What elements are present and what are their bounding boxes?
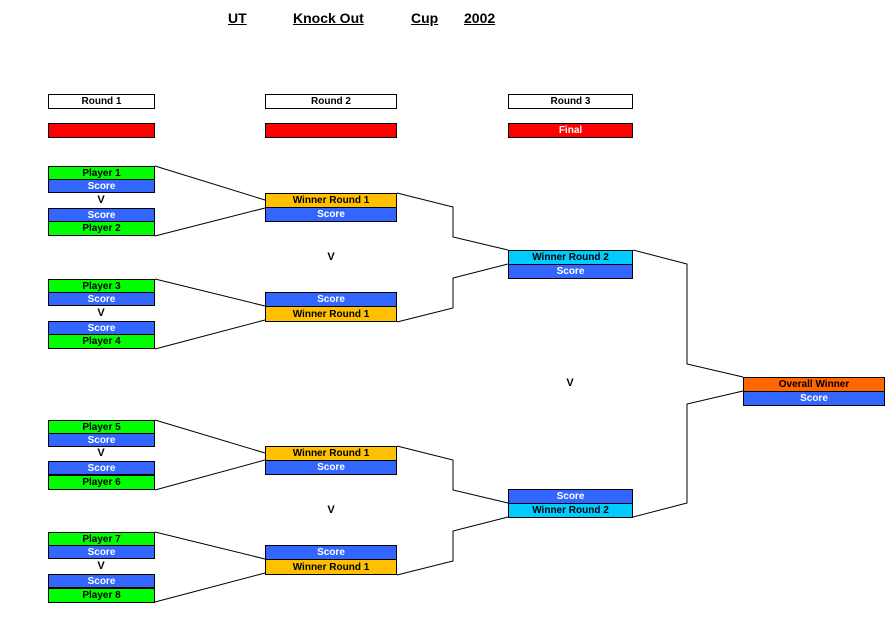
round-2-winner-2[interactable]: Winner Round 1 [265, 306, 397, 322]
final-bar: Final [508, 123, 633, 138]
connector-line [154, 459, 266, 491]
player-4-score[interactable]: Score [48, 321, 155, 335]
title-year: 2002 [464, 10, 496, 26]
round-3-winner-2[interactable]: Winner Round 2 [508, 503, 633, 518]
vs-label: V [97, 560, 105, 572]
player-8-cell[interactable]: Player 8 [48, 588, 155, 603]
vs-label: V [97, 447, 105, 459]
connector-line [154, 419, 266, 454]
title-ut: UT [228, 10, 247, 26]
round-2-header: Round 2 [265, 94, 397, 109]
round-2-score-3[interactable]: Score [265, 460, 397, 475]
player-3-score[interactable]: Score [48, 292, 155, 306]
vs-label: V [97, 307, 105, 319]
player-8-score[interactable]: Score [48, 574, 155, 588]
player-7-cell[interactable]: Player 7 [48, 532, 155, 546]
round-2-winner-3[interactable]: Winner Round 1 [265, 446, 397, 461]
player-1-cell[interactable]: Player 1 [48, 166, 155, 180]
round-2-winner-1[interactable]: Winner Round 1 [265, 193, 397, 208]
player-2-score[interactable]: Score [48, 208, 155, 222]
title-knock-out: Knock Out [293, 10, 364, 26]
player-5-score[interactable]: Score [48, 433, 155, 447]
round-2-score-4[interactable]: Score [265, 545, 397, 560]
round-2-winner-4[interactable]: Winner Round 1 [265, 559, 397, 575]
vs-label: V [327, 251, 335, 263]
connector-line [154, 572, 266, 603]
connector-line [154, 165, 266, 201]
overall-winner-score[interactable]: Score [743, 391, 885, 406]
player-6-cell[interactable]: Player 6 [48, 475, 155, 490]
connector-line [154, 531, 266, 560]
round-3-winner-1[interactable]: Winner Round 2 [508, 250, 633, 265]
connector-line [396, 192, 509, 251]
connector-line [154, 207, 266, 237]
title-cup: Cup [411, 10, 439, 26]
connector-line [396, 516, 509, 576]
round-1-bar [48, 123, 155, 138]
round-2-bar [265, 123, 397, 138]
player-7-score[interactable]: Score [48, 545, 155, 559]
player-6-score[interactable]: Score [48, 461, 155, 475]
connector-line [154, 278, 266, 307]
connector-line [632, 390, 744, 518]
connector-line [154, 319, 266, 350]
vs-label: V [97, 194, 105, 206]
round-1-header: Round 1 [48, 94, 155, 109]
connector-line [396, 263, 509, 323]
round-3-header: Round 3 [508, 94, 633, 109]
connector-line [632, 249, 744, 378]
round-2-score-1[interactable]: Score [265, 207, 397, 222]
vs-label: V [566, 377, 574, 389]
round-3-score-2[interactable]: Score [508, 489, 633, 504]
connector-line [396, 445, 509, 504]
round-2-score-2[interactable]: Score [265, 292, 397, 307]
round-3-score-1[interactable]: Score [508, 264, 633, 279]
overall-winner-cell[interactable]: Overall Winner [743, 377, 885, 392]
player-5-cell[interactable]: Player 5 [48, 420, 155, 434]
player-4-cell[interactable]: Player 4 [48, 334, 155, 349]
player-2-cell[interactable]: Player 2 [48, 221, 155, 236]
vs-label: V [327, 504, 335, 516]
player-3-cell[interactable]: Player 3 [48, 279, 155, 293]
player-1-score[interactable]: Score [48, 179, 155, 193]
